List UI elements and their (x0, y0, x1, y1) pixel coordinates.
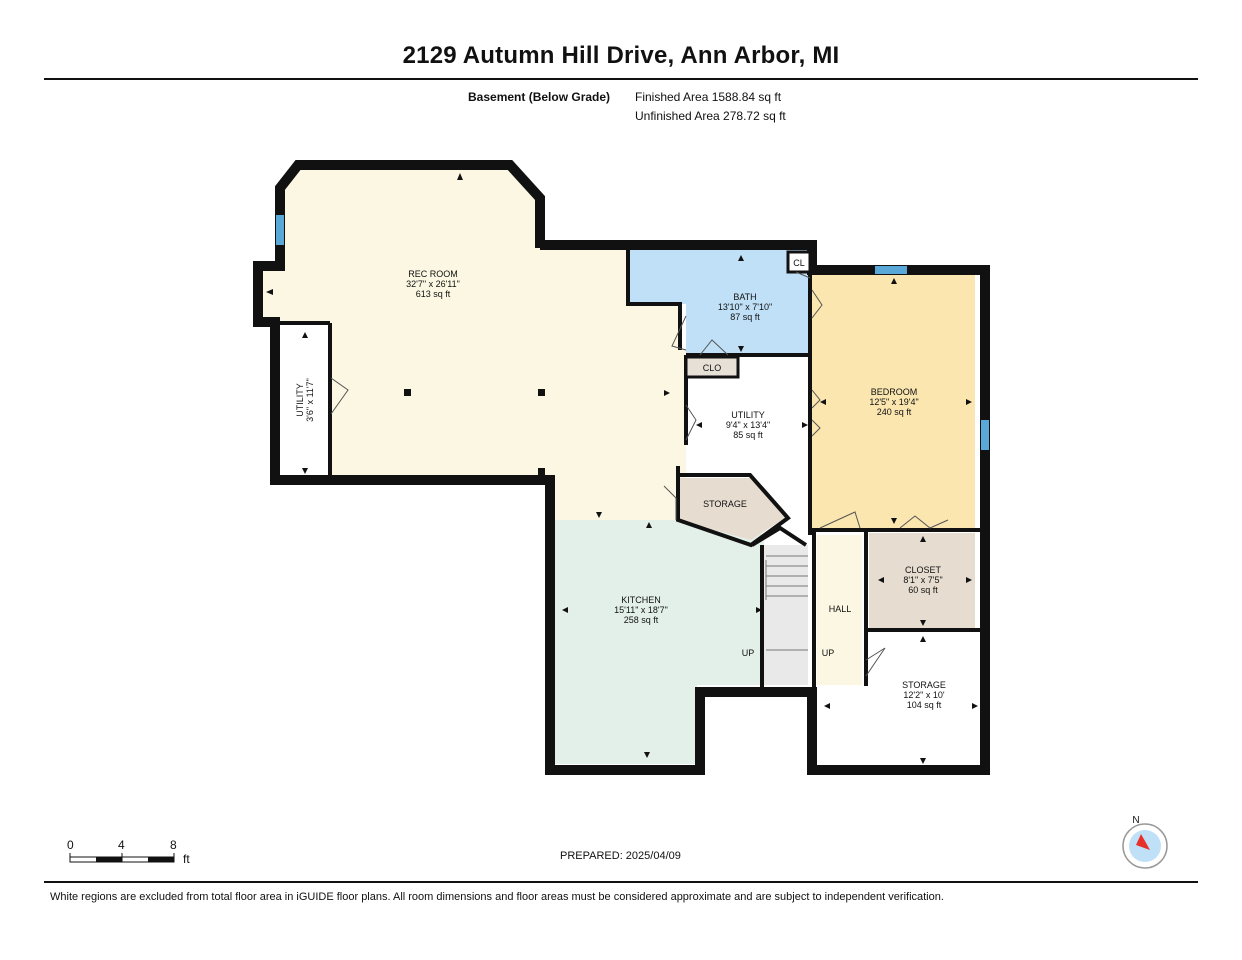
column-3 (538, 468, 545, 475)
window-rec-left (276, 215, 284, 245)
scale-tick-8: 8 (170, 838, 177, 852)
window-bedroom-right (981, 420, 989, 450)
hall-fill (817, 535, 862, 685)
storage-small-name: STORAGE (703, 499, 747, 509)
bedroom-fill (812, 275, 975, 528)
kitchen-name: KITCHEN (621, 595, 661, 605)
stairs-up-left: UP (742, 648, 755, 658)
scale-unit: ft (183, 852, 190, 866)
storage-small-fill (678, 478, 788, 540)
rec-room-fill (262, 168, 686, 520)
closet-fill (869, 533, 975, 628)
stairs-up-right: UP (822, 648, 835, 658)
scale-tick-4: 4 (118, 838, 125, 852)
utility-left-name: UTILITY (295, 383, 305, 417)
bath-fill (628, 250, 810, 355)
kitchen-area: 258 sq ft (624, 615, 659, 625)
scale-tick-0: 0 (67, 838, 74, 852)
page-title: 2129 Autumn Hill Drive, Ann Arbor, MI (402, 42, 840, 69)
closet-name: CLOSET (905, 565, 942, 575)
cl-name: CL (793, 258, 805, 268)
level-label: Basement (Below Grade) (468, 90, 611, 104)
utility-center-name: UTILITY (731, 410, 765, 420)
utility-center-area: 85 sq ft (733, 430, 763, 440)
storage-large-name: STORAGE (902, 680, 946, 690)
clo-name: CLO (703, 363, 722, 373)
bath-name: BATH (733, 292, 756, 302)
bedroom-dims: 12'5" x 19'4" (869, 397, 918, 407)
storage-large-area: 104 sq ft (907, 700, 942, 710)
utility-center-dims: 9'4" x 13'4" (726, 420, 770, 430)
footer-disclaimer: White regions are excluded from total fl… (50, 891, 944, 903)
rec-room-dims: 32'7" x 26'11" (406, 279, 460, 289)
interior-walls (280, 250, 980, 688)
cl-box (786, 250, 812, 274)
kitchen-dims: 15'11" x 18'7" (614, 605, 668, 615)
compass-label: N (1132, 815, 1139, 826)
closet-dims: 8'1" x 7'5" (903, 575, 942, 585)
bath-area: 87 sq ft (730, 312, 760, 322)
storage-large-dims: 12'2" x 10' (903, 690, 944, 700)
doors (330, 271, 949, 677)
compass-icon: N (1122, 815, 1168, 869)
bath-dims: 13'10" x 7'10" (718, 302, 772, 312)
unfinished-area: Unfinished Area 278.72 sq ft (635, 109, 786, 123)
column-1 (404, 389, 411, 396)
scale-bar (69, 853, 175, 863)
window-bedroom-top (875, 266, 907, 274)
rec-room-area: 613 sq ft (416, 289, 451, 299)
header-divider (44, 78, 1198, 80)
prepared-date: PREPARED: 2025/04/09 (560, 850, 681, 862)
finished-area: Finished Area 1588.84 sq ft (635, 90, 782, 104)
utility-left-dims: 3'6" x 11'7" (305, 378, 315, 422)
bedroom-area: 240 sq ft (877, 407, 912, 417)
rec-room-name: REC ROOM (408, 269, 458, 279)
dimension-arrows (266, 173, 978, 764)
clo-box (684, 355, 740, 379)
kitchen-fill (555, 520, 764, 764)
closet-area: 60 sq ft (908, 585, 938, 595)
stair-treads (765, 555, 808, 651)
column-2 (538, 389, 545, 396)
hall-name: HALL (829, 604, 852, 614)
footer-divider (44, 881, 1198, 883)
bedroom-name: BEDROOM (871, 387, 918, 397)
